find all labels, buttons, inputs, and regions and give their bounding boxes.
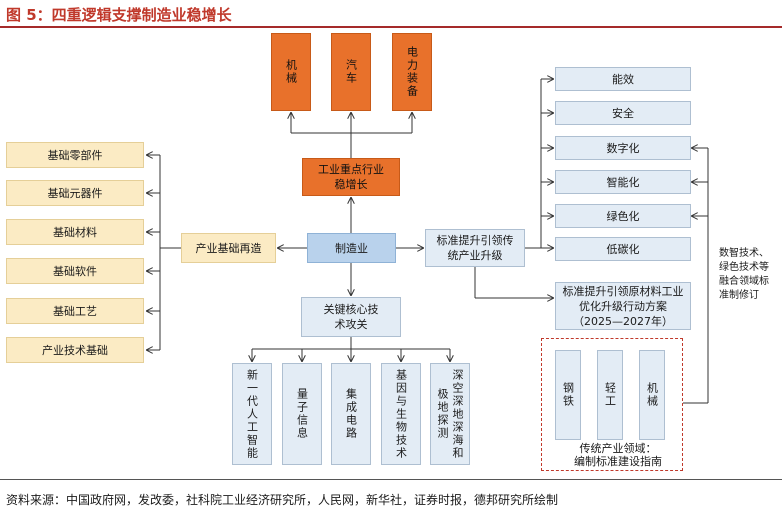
traditional-item-machinery: 机械	[639, 350, 665, 440]
traditional-item-steel: 钢铁	[555, 350, 581, 440]
top-rule	[0, 26, 782, 28]
bottom-item-label: 深空深地深海和极地探测	[436, 368, 464, 460]
left-item: 基础元器件	[6, 180, 144, 206]
side-note: 数智技术、绿色技术等融合领域标准制修订	[719, 248, 769, 301]
bottom-item-quantum: 量子信息	[282, 363, 322, 465]
left-item: 基础软件	[6, 258, 144, 284]
traditional-caption-line-2: 编制标准建设指南	[574, 455, 662, 468]
right-item: 安全	[555, 101, 691, 125]
industrial-base-box: 产业基础再造	[181, 233, 276, 263]
top-box-machinery: 机械	[271, 33, 311, 111]
traditional-item-label: 钢铁	[561, 382, 575, 408]
top-box-auto: 汽车	[331, 33, 371, 111]
bottom-rule	[0, 479, 782, 480]
right-item: 低碳化	[555, 237, 691, 261]
growth-box: 工业重点行业稳增长	[302, 158, 400, 196]
figure-title: 图 5：四重逻辑支撑制造业稳增长	[6, 6, 232, 24]
traditional-caption-line-1: 传统产业领域：	[579, 442, 657, 455]
standard-upgrade-box: 标准提升引领传统产业升级	[425, 229, 525, 267]
left-item: 产业技术基础	[6, 337, 144, 363]
top-box-label: 汽车	[344, 59, 358, 85]
action-plan-box: 标准提升引领原材料工业优化升级行动方案（2025—2027年）	[555, 282, 691, 330]
top-box-label: 机械	[284, 59, 298, 85]
traditional-sector-area	[541, 338, 683, 471]
top-box-label: 电力装备	[405, 46, 419, 98]
right-item: 能效	[555, 67, 691, 91]
left-item: 基础零部件	[6, 142, 144, 168]
right-item: 数字化	[555, 136, 691, 160]
bottom-item-label: 集成电路	[344, 388, 358, 440]
bottom-item-deep-exploration: 深空深地深海和极地探测	[430, 363, 470, 465]
key-tech-box: 关键核心技术攻关	[301, 297, 401, 337]
right-item: 绿色化	[555, 204, 691, 228]
left-item: 基础工艺	[6, 298, 144, 324]
bottom-item-label: 量子信息	[295, 388, 309, 440]
traditional-caption: 传统产业领域： 编制标准建设指南	[562, 442, 674, 468]
bottom-item-label: 新一代人工智能	[245, 368, 259, 460]
bottom-item-ic: 集成电路	[331, 363, 371, 465]
bottom-item-biotech: 基因与生物技术	[381, 363, 421, 465]
bottom-item-ai: 新一代人工智能	[232, 363, 272, 465]
bottom-item-label: 基因与生物技术	[394, 368, 408, 460]
top-box-power-equipment: 电力装备	[392, 33, 432, 111]
traditional-item-light-industry: 轻工	[597, 350, 623, 440]
source-note: 资料来源：中国政府网，发改委，社科院工业经济研究所，人民网，新华社，证券时报，德…	[6, 493, 559, 507]
right-item: 智能化	[555, 170, 691, 194]
traditional-item-label: 轻工	[603, 382, 617, 408]
center-box: 制造业	[307, 233, 396, 263]
left-item: 基础材料	[6, 219, 144, 245]
traditional-item-label: 机械	[645, 382, 659, 408]
